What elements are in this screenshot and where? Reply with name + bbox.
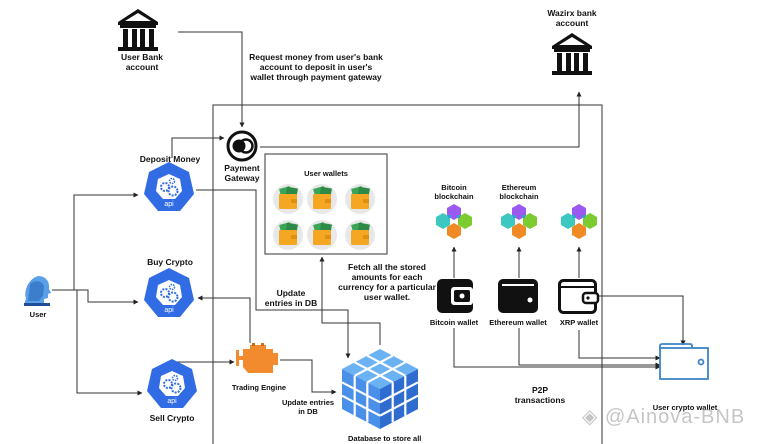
connector-btc-wallet-to-user-wallet: [453, 328, 661, 370]
connector-user-to-sell: [76, 290, 143, 396]
money-wallet-icon: [273, 184, 303, 214]
xrp-blockchain-icon: [561, 204, 597, 239]
connector-engine-to-buy: [197, 295, 251, 343]
connector-user-to-deposit: [52, 192, 139, 291]
fetch-amounts-annotation: Fetch all the stored amounts for each cu…: [338, 262, 436, 302]
deposit-money-label: Deposit Money: [139, 154, 201, 164]
api-text: api: [164, 307, 174, 314]
ethereum-wallet-icon: [498, 279, 538, 313]
money-wallet-icon: [345, 184, 375, 214]
user-label: User: [29, 310, 47, 319]
payment-gateway-label: Payment Gateway: [224, 163, 260, 183]
user-crypto-wallet-label: User crypto wallet: [652, 403, 718, 412]
connector-xrp-to-user-wallet-top: [598, 295, 686, 346]
user-crypto-wallet-icon: [659, 343, 709, 380]
connector-xrp-wallet-to-user-wallet: [578, 330, 661, 361]
database-label: Database to store all: [348, 434, 422, 443]
update-entries-annotation-2: Update entries in DB: [281, 398, 335, 416]
sell-crypto-label: Sell Crypto: [149, 413, 195, 423]
bitcoin-wallet-label: Bitcoin wallet: [429, 318, 479, 327]
trading-engine-label: Trading Engine: [231, 383, 287, 392]
connector-db-to-wallets: [319, 256, 381, 345]
user-wallets-label: User wallets: [304, 169, 348, 178]
user-bank-icon: [118, 9, 158, 51]
connector-gateway-to-wazirx: [260, 91, 582, 148]
ethereum-blockchain-icon: [501, 204, 537, 239]
engine-icon: [236, 343, 278, 373]
user-icon: [24, 276, 51, 306]
connector-deposit-to-gateway: [171, 135, 225, 158]
binance-logo-icon: ◈: [582, 406, 605, 428]
xrp-wallet-outline-icon: [558, 279, 600, 314]
update-entries-annotation-1: Update entries in DB: [264, 288, 318, 308]
money-wallet-icon: [307, 220, 337, 250]
request-money-annotation: Request money from user's bank account t…: [249, 52, 383, 82]
payment-gateway-icon: [226, 130, 258, 162]
connector-user-to-buy: [52, 289, 139, 305]
p2p-annotation: P2P transactions: [514, 385, 566, 405]
xrp-wallet-label: XRP wallet: [559, 318, 599, 327]
connector-eth-wallet-to-user-wallet: [518, 328, 661, 368]
watermark: ◈ @Ainova-BNB: [582, 406, 746, 428]
user-bank-label: User Bank account: [120, 52, 164, 72]
connector-bank-to-gateway: [178, 31, 245, 128]
api-text: api: [167, 398, 177, 405]
database-cube-icon: [341, 349, 419, 429]
connectors: [52, 31, 686, 396]
wazirx-bank-icon: [552, 33, 592, 75]
platform-boundary: [212, 104, 603, 444]
wazirx-bank-label: Wazirx bank account: [547, 8, 597, 28]
money-wallet-icon: [307, 184, 337, 214]
bitcoin-blockchain-icon: [436, 204, 472, 239]
api-text: api: [164, 201, 174, 208]
buy-crypto-label: Buy Crypto: [147, 257, 193, 267]
money-wallet-icon: [273, 220, 303, 250]
connector-engine-to-db: [280, 359, 337, 395]
connector-deposit-to-db: [196, 189, 351, 359]
bitcoin-wallet-icon: [437, 279, 473, 313]
ethereum-wallet-label: Ethereum wallet: [489, 318, 547, 327]
money-wallet-icon: [345, 220, 375, 250]
ethereum-blockchain-label: Ethereum blockchain: [499, 183, 539, 201]
bitcoin-blockchain-label: Bitcoin blockchain: [434, 183, 474, 201]
